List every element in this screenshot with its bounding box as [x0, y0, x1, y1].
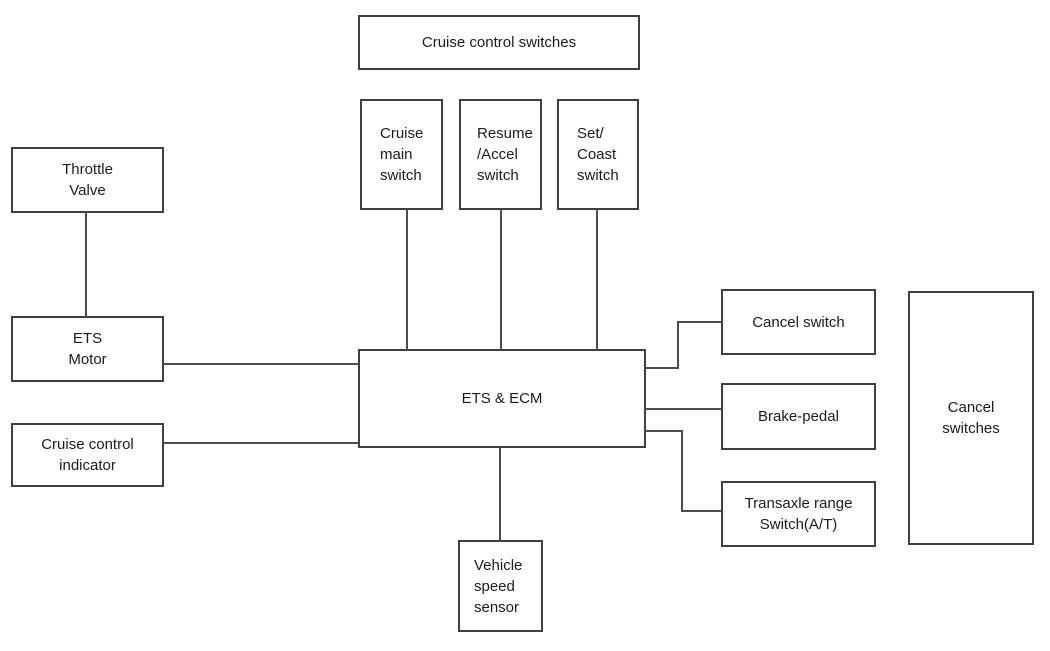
connector-ets-ecm-to-transaxle-seg3 — [681, 510, 722, 512]
connector-throttle-valve-to-ets-motor — [85, 212, 87, 317]
node-cruise-control-indicator: Cruise control indicator — [11, 423, 164, 487]
connector-cruise-control-indicator-to-ets-ecm — [163, 442, 359, 444]
connector-ets-ecm-to-cancel-switch-seg3 — [677, 321, 722, 323]
node-cancel-switches: Cancel switches — [908, 291, 1034, 545]
node-throttle-valve: Throttle Valve — [11, 147, 164, 213]
node-vehicle-speed-sensor: Vehicle speed sensor — [458, 540, 543, 632]
connector-ets-ecm-to-transaxle-seg1 — [645, 430, 683, 432]
node-transaxle-range-switch: Transaxle range Switch(A/T) — [721, 481, 876, 547]
node-resume-accel-switch: Resume /Accel switch — [459, 99, 542, 210]
node-set-coast-switch: Set/ Coast switch — [557, 99, 639, 210]
node-cancel-switch: Cancel switch — [721, 289, 876, 355]
connector-ets-ecm-to-brake-pedal — [645, 408, 722, 410]
connector-ets-ecm-to-cancel-switch-seg1 — [645, 367, 679, 369]
connector-set-coast-switch-to-ets-ecm — [596, 209, 598, 350]
connector-ets-motor-to-ets-ecm — [163, 363, 359, 365]
node-brake-pedal: Brake-pedal — [721, 383, 876, 450]
connector-resume-accel-switch-to-ets-ecm — [500, 209, 502, 350]
connector-ets-ecm-to-transaxle-seg2 — [681, 430, 683, 512]
connector-ets-ecm-to-cancel-switch-seg2 — [677, 321, 679, 369]
node-ets-ecm: ETS & ECM — [358, 349, 646, 448]
node-cruise-main-switch: Cruise main switch — [360, 99, 443, 210]
connector-ets-ecm-to-vehicle-speed-sensor — [499, 447, 501, 541]
node-ets-motor: ETS Motor — [11, 316, 164, 382]
node-cruise-control-switches: Cruise control switches — [358, 15, 640, 70]
connector-cruise-main-switch-to-ets-ecm — [406, 209, 408, 350]
